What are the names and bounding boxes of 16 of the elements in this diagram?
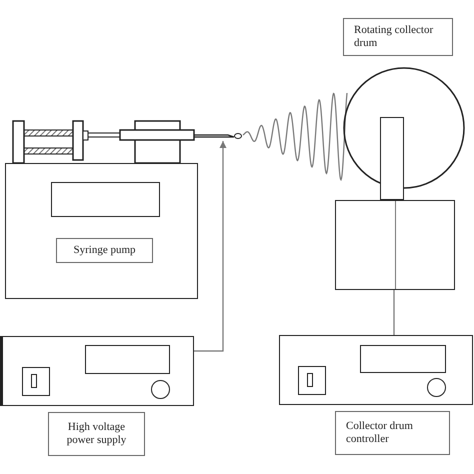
display-screen: [51, 182, 160, 217]
control-unit: [0, 336, 194, 406]
display-screen: [85, 345, 170, 374]
collector-drum: [343, 67, 465, 189]
device-label: Syringe pump: [56, 238, 153, 263]
syringe-needle: [194, 131, 243, 141]
device-label: High voltage power supply: [48, 412, 145, 456]
syringe-pump-body: [5, 163, 198, 299]
drum-stand-drawing: [335, 200, 455, 290]
device-label: Collector drum controller: [335, 411, 450, 455]
drum-shaft: [380, 117, 404, 200]
device-label: Rotating collector drum: [343, 18, 453, 56]
control-unit: [279, 335, 473, 405]
arrow: [194, 141, 226, 352]
connector-line: [393, 290, 395, 335]
display-screen: [360, 345, 446, 373]
